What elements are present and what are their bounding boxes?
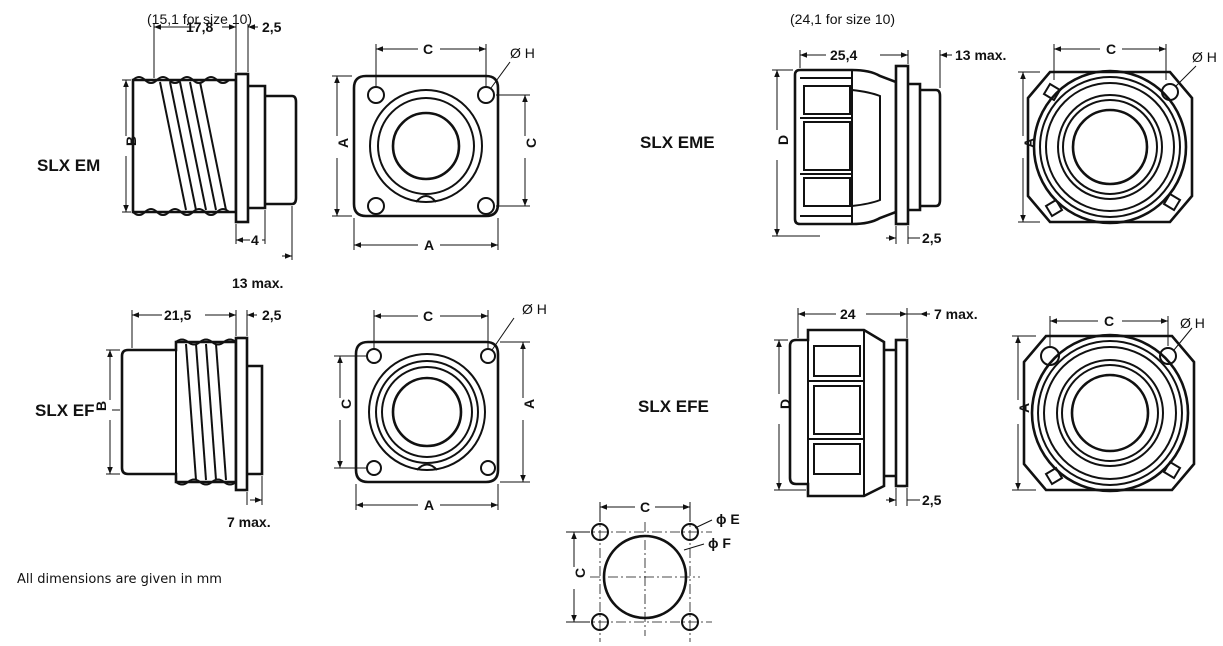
dim-eme-flange: 2,5 — [922, 230, 942, 246]
slx-eme-side-view — [772, 50, 952, 244]
model-label-slx-eme: SLX EME — [640, 133, 715, 152]
dim-em-4: 4 — [251, 232, 259, 248]
em-size10-note: (15,1 for size 10) — [147, 11, 252, 27]
dim-cutout-c-side: C — [572, 568, 588, 578]
panel-cutout-view — [566, 502, 713, 642]
slx-ef-side-view — [106, 310, 264, 505]
dim-em-front-a-side: A — [335, 138, 351, 148]
units-footnote: All dimensions are given in mm — [17, 572, 222, 587]
dim-eme-max: 13 max. — [955, 47, 1006, 63]
dim-eme-front-h: Ø H — [1192, 49, 1217, 65]
eme-size10-note: (24,1 for size 10) — [790, 11, 895, 27]
dim-em-flange: 2,5 — [262, 19, 282, 35]
dim-efe-front-h: Ø H — [1180, 315, 1205, 331]
slx-em-side-view — [122, 24, 298, 260]
dim-efe-front-a: A — [1016, 403, 1032, 413]
dim-ef-front-a-side: A — [521, 399, 537, 409]
dim-em-front-c-side: C — [523, 138, 539, 148]
slx-efe-side-view — [774, 308, 930, 506]
model-label-slx-efe: SLX EFE — [638, 397, 709, 416]
dim-ef-front-c-side: C — [338, 399, 354, 409]
dim-cutout-f: ϕ F — [708, 535, 731, 551]
dim-cutout-e: ϕ E — [716, 511, 740, 527]
dim-em-front-h: Ø H — [510, 45, 535, 61]
dim-em-length: 17,8 — [186, 19, 213, 35]
dim-em-front-a-bottom: A — [424, 237, 434, 253]
dim-efe-flange: 2,5 — [922, 492, 942, 508]
dim-ef-max: 7 max. — [227, 514, 271, 530]
slx-ef-front-view — [334, 310, 530, 510]
model-label-slx-ef: SLX EF — [35, 401, 95, 420]
dim-ef-flange: 2,5 — [262, 307, 282, 323]
dim-eme-length: 25,4 — [830, 47, 857, 63]
dim-cutout-c-top: C — [640, 499, 650, 515]
dim-em-b: B — [123, 136, 139, 146]
slx-em-front-view — [332, 44, 530, 250]
dim-ef-front-h: Ø H — [522, 301, 547, 317]
slx-efe-front-view — [1012, 316, 1196, 493]
dim-eme-d: D — [775, 135, 791, 145]
dim-ef-length: 21,5 — [164, 307, 191, 323]
dim-ef-b: B — [93, 401, 109, 411]
model-label-slx-em: SLX EM — [37, 156, 100, 175]
dim-efe-max: 7 max. — [934, 306, 978, 322]
dim-efe-length: 24 — [840, 306, 856, 322]
dim-ef-front-a-bottom: A — [424, 497, 434, 513]
slx-eme-front-view — [1018, 44, 1197, 225]
dim-efe-front-c: C — [1104, 313, 1114, 329]
dim-ef-front-c-top: C — [423, 308, 433, 324]
dim-em-max: 13 max. — [232, 275, 283, 291]
dim-eme-front-a: A — [1021, 138, 1037, 148]
dim-efe-d: D — [777, 399, 793, 409]
dim-em-front-c-top: C — [423, 41, 433, 57]
dim-eme-front-c: C — [1106, 41, 1116, 57]
